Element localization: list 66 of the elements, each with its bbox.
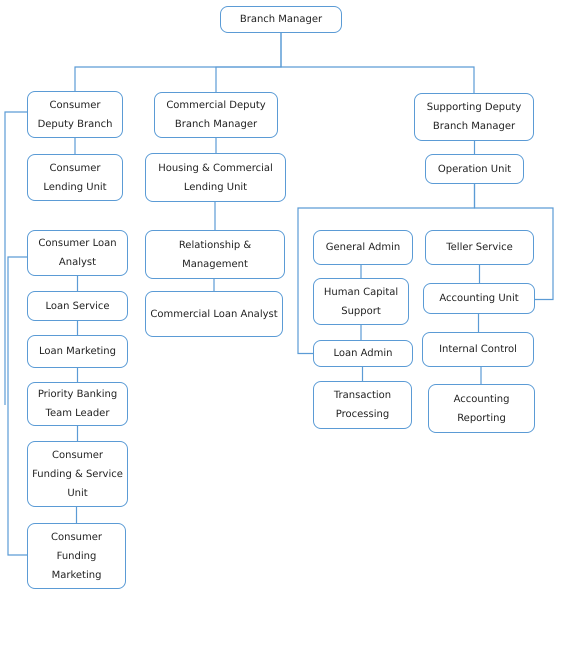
unit-name: Loan Marketing (39, 345, 116, 359)
connector-line (4, 111, 27, 405)
unit-name: Consumer Funding Marketing (50, 530, 103, 582)
unit-name: Accounting Reporting (452, 392, 510, 426)
org-box (145, 153, 286, 202)
unit-name: Human Capital Support (322, 286, 400, 318)
unit-name: General Admin (326, 241, 400, 255)
org-box (145, 230, 285, 279)
connector-line (360, 265, 362, 278)
org-box (27, 523, 126, 589)
connector-line (76, 321, 78, 335)
unit-name: Housing & Commercial Lending Unit (157, 162, 274, 194)
unit-name: Accounting Unit (439, 292, 519, 306)
connector-line (76, 426, 78, 441)
connector-line (214, 202, 216, 230)
connector-line (76, 507, 78, 523)
org-box (27, 335, 128, 368)
unit-name: Consumer Deputy Branch (36, 98, 114, 132)
connector-line (215, 138, 217, 153)
unit-name: Branch Manager (240, 13, 322, 27)
org-box (425, 154, 524, 184)
org-box (313, 381, 412, 429)
org-box (422, 332, 534, 367)
unit-name: Relationship & Management (178, 238, 252, 272)
connector-line (480, 367, 482, 384)
unit-name: Supporting Deputy Branch Manager (426, 101, 522, 134)
connector-line (360, 325, 362, 340)
unit-name: Consumer Loan Analyst (37, 237, 118, 270)
org-box (27, 382, 128, 426)
unit-name: Loan Admin (333, 347, 393, 361)
org-box (27, 230, 128, 276)
unit-name: Commercial Deputy Branch Manager (165, 99, 267, 132)
unit-name: Internal Control (439, 343, 517, 357)
unit-name: Loan Service (45, 300, 110, 314)
unit-name: Priority Banking Team Leader (36, 388, 118, 421)
connector-line (74, 138, 76, 154)
connector-line (478, 265, 480, 283)
org-box (313, 230, 413, 265)
connector-line (7, 256, 27, 556)
unit-name: Teller Service (446, 241, 513, 255)
unit-name: Consumer Lending Unit (42, 162, 108, 194)
connector-line (76, 276, 78, 291)
org-box (414, 93, 534, 141)
connector-line (474, 141, 476, 154)
unit-name: Commercial Loan Analyst (150, 308, 278, 322)
connector-line (362, 367, 364, 381)
org-box (313, 340, 413, 367)
org-box (313, 278, 409, 325)
connector-line (474, 184, 554, 300)
org-box (145, 291, 283, 337)
org-box (220, 6, 342, 33)
org-box (425, 230, 534, 265)
connector-line (280, 33, 475, 93)
unit-name: Transaction Processing (332, 389, 392, 422)
org-box (154, 92, 278, 138)
org-box (27, 154, 123, 201)
connector-line (478, 314, 480, 332)
org-box (27, 441, 128, 507)
org-box (27, 291, 128, 321)
unit-name: Operation Unit (438, 162, 512, 176)
org-box (27, 91, 123, 138)
connector-line (76, 368, 78, 382)
connector-line (213, 279, 215, 291)
org-box (428, 384, 535, 433)
unit-name: Consumer Funding & Service Unit (32, 448, 123, 500)
org-box (423, 283, 535, 314)
